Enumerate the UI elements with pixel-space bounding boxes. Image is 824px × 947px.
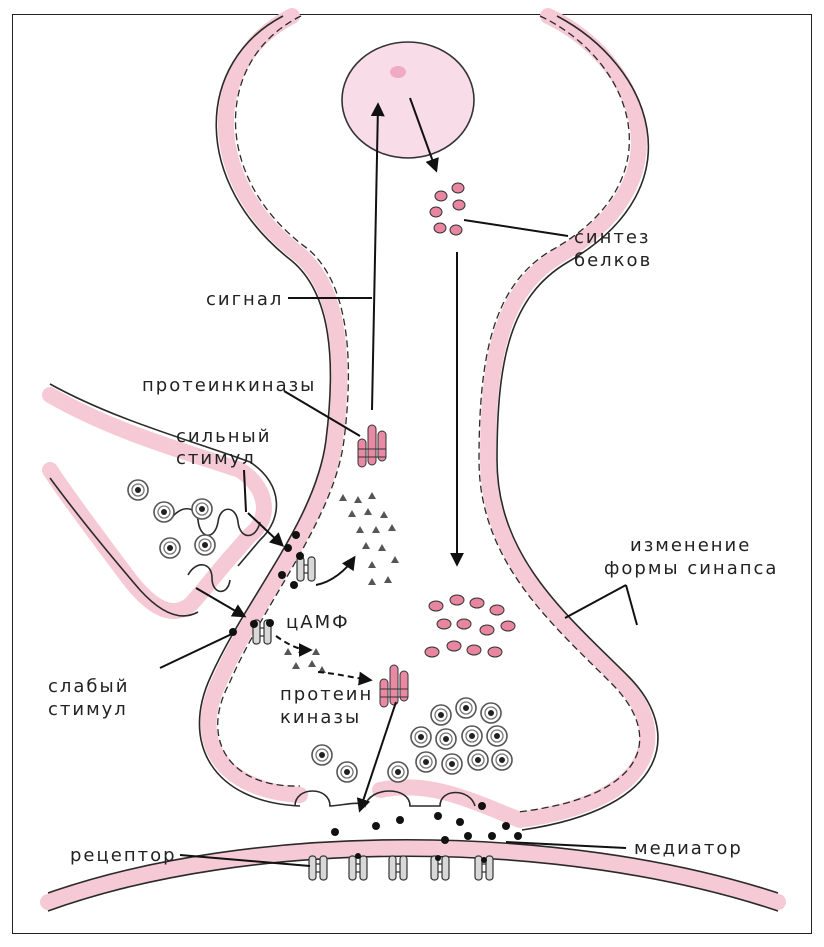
label-protein-synthesis-1: синтез xyxy=(574,227,651,248)
label-protein-synthesis-2: белков xyxy=(574,250,652,271)
label-weak-stimulus-1: слабый xyxy=(48,676,129,697)
label-camp: цАМФ xyxy=(286,612,350,633)
protein-kinase-bottom xyxy=(380,665,408,707)
nucleus xyxy=(342,42,474,158)
protein-kinase-top xyxy=(358,425,386,467)
label-protein-kinases-top: протеинкиназы xyxy=(142,375,316,396)
synthesized-proteins-bottom xyxy=(425,595,515,657)
camp-molecules-top xyxy=(339,492,399,585)
label-synapse-shape-change-2: формы синапса xyxy=(604,558,778,579)
receptors xyxy=(309,856,493,880)
label-signal: сигнал xyxy=(206,289,283,310)
label-receptor: рецептор xyxy=(70,845,177,866)
label-strong-stimulus-2: стимул xyxy=(176,448,256,469)
label-protein-kinases-bottom-2: киназы xyxy=(280,707,361,728)
label-synapse-shape-change-1: изменение xyxy=(630,535,751,556)
label-mediator: медиатор xyxy=(634,838,743,859)
channel-strong xyxy=(297,557,315,581)
label-weak-stimulus-2: стимул xyxy=(48,699,128,720)
label-protein-kinases-bottom-1: протеин xyxy=(280,684,373,705)
presynaptic-terminal xyxy=(50,384,276,616)
synthesized-proteins-top xyxy=(430,183,465,235)
presynaptic-vesicles xyxy=(128,480,215,558)
label-strong-stimulus-1: сильный xyxy=(176,426,271,447)
